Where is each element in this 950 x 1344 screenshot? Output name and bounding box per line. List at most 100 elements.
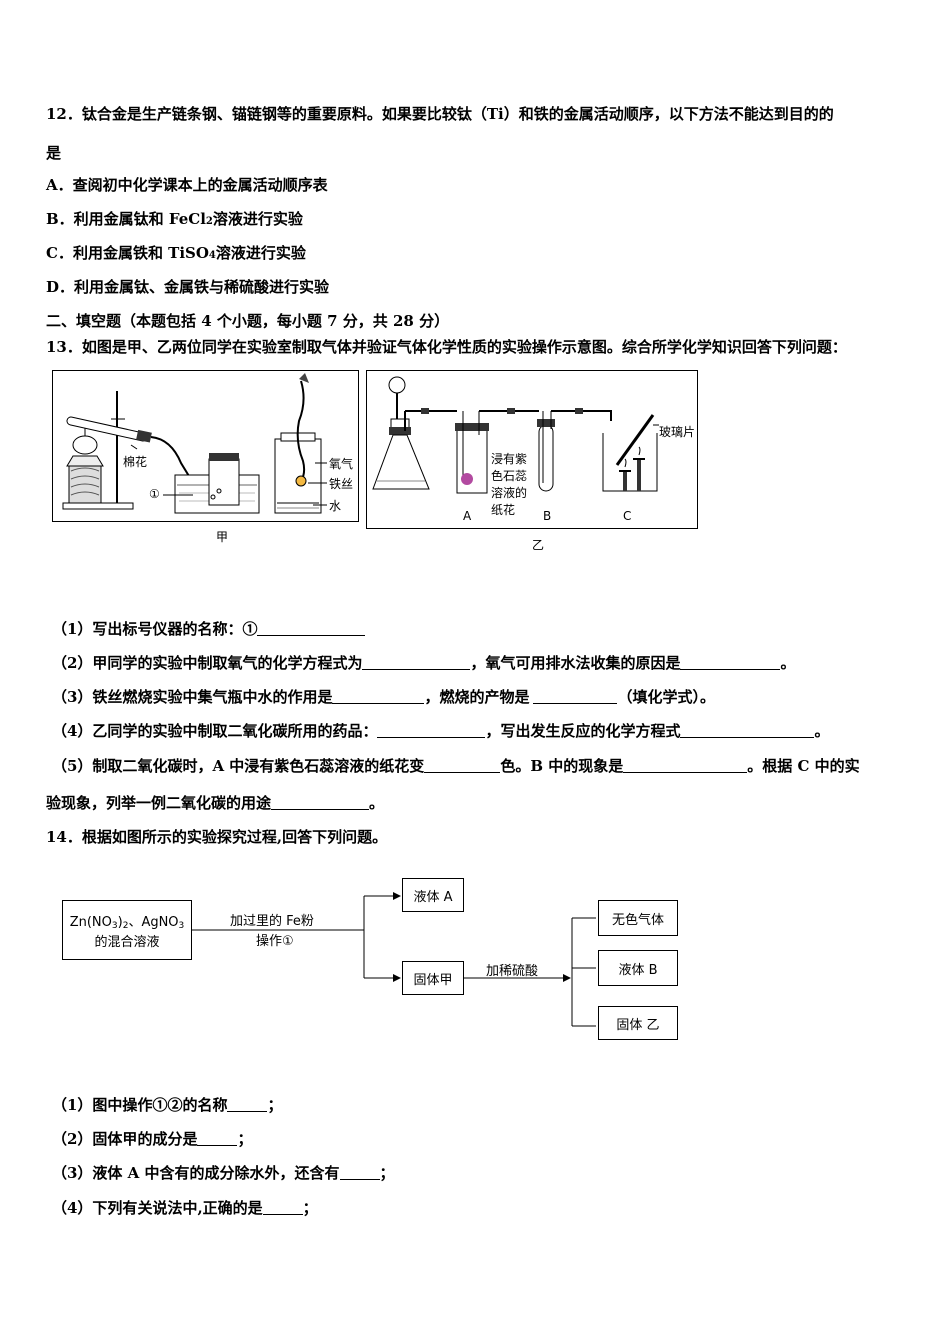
section-heading: 二、填空题（本题包括 4 个小题，每小题 7 分，共 28 分） (46, 312, 450, 330)
q13-part5-text-end: 。根据 C 中的实 (747, 757, 860, 775)
label-litmus-paper-line1: 浸有紫 (491, 452, 528, 466)
q13-part5-text-mid: 色。B 中的现象是 (500, 757, 624, 775)
label-litmus-paper-line2: 色石蕊 (491, 469, 528, 483)
q13-part5-text-final: 。 (369, 794, 385, 812)
figure-jia-drawing (62, 373, 327, 514)
label-iron-wire: 铁丝 (329, 477, 354, 491)
q14-part3-text: （3）液体 A 中含有的成分除水外，还含有 (52, 1164, 340, 1182)
flow-start-line1: Zn(NO3)2、AgNO3 (70, 911, 185, 931)
flow-solid-jia-box: 固体甲 (402, 961, 464, 995)
q14-part4: （4）下列有关说法中,正确的是 ； (52, 1197, 318, 1218)
label-litmus-paper-line3: 溶液的 (491, 486, 528, 500)
q14-part1-text-end: ； (267, 1096, 283, 1114)
flow-start-text: ) (117, 914, 123, 930)
q13-part2-text-end: 。 (780, 654, 796, 672)
figure-yi-caption: 乙 (532, 538, 545, 552)
q13-part5-cont: 验现象，列举一例二氧化碳的用途 。 (46, 792, 384, 813)
q13-part2: （2）甲同学的实验中制取氧气的化学方程式为 ，氧气可用排水法收集的原因是 。 (52, 652, 795, 673)
flow-step1-line1: 加过里的 Fe粉 (230, 914, 314, 929)
subscript: 3 (178, 920, 185, 931)
q13-part4-text-mid: ，写出发生反应的化学方程式 (485, 722, 681, 740)
answer-blank[interactable] (332, 689, 425, 704)
q13-part3-text-end: （填化学式）。 (617, 688, 715, 706)
q14-part4-text-end: ； (302, 1199, 318, 1217)
q13-part1: （1）写出标号仪器的名称：① (52, 618, 366, 639)
q14-stem: 14．根据如图所示的实验探究过程,回答下列问题。 (46, 828, 388, 846)
label-litmus-paper-line4: 纸花 (491, 503, 516, 517)
flow-start-text: Zn(NO (69, 914, 112, 930)
label-litmus-paper: 浸有紫 色石蕊 溶液的 纸花 (491, 451, 527, 519)
q13-part5: （5）制取二氧化碳时，A 中浸有紫色石蕊溶液的纸花变 色。B 中的现象是 。根据 C… (52, 755, 860, 776)
q12-option-a: A．查阅初中化学课本上的金属活动顺序表 (46, 176, 328, 194)
q12-option-b-text-end: 溶液进行实验 (212, 210, 303, 228)
label-b: B (543, 509, 552, 523)
flow-step1-line2: 操作① (256, 934, 294, 949)
q13-part2-text: （2）甲同学的实验中制取氧气的化学方程式为 (52, 654, 363, 672)
subscript: 3 (111, 920, 118, 931)
answer-blank[interactable] (680, 655, 781, 670)
q14-part2-text-end: ； (237, 1130, 253, 1148)
q12-option-b: B．利用金属钛和 FeCl2溶液进行实验 (46, 208, 303, 229)
label-cotton: 棉花 (123, 455, 148, 469)
q12-option-b-text: B．利用金属钛和 FeCl (46, 210, 206, 228)
q12-option-c-text: C．利用金属铁和 TiSO (46, 244, 209, 262)
flow-step2-label: 加稀硫酸 (486, 964, 539, 979)
q13-part4: （4）乙同学的实验中制取二氧化碳所用的药品： ，写出发生反应的化学方程式 。 (52, 720, 829, 741)
figure-jia: 棉花 ① 氧气 铁丝 水 (52, 370, 359, 522)
q14-part3-text-end: ； (379, 1164, 395, 1182)
answer-blank[interactable] (339, 1165, 380, 1180)
label-circled-1: ① (149, 487, 160, 501)
answer-blank[interactable] (257, 621, 366, 636)
flow-start-box: Zn(NO3)2、AgNO3 的混合溶液 (62, 900, 192, 960)
subscript: 2 (205, 216, 213, 227)
q14-part2-text: （2）固体甲的成分是 (52, 1130, 198, 1148)
q12-stem-line1: 12．钛合金是生产链条钢、锚链钢等的重要原料。如果要比较钛（Ti）和铁的金属活动… (46, 105, 834, 123)
q12-stem-line2: 是 (46, 144, 62, 162)
q12-option-d: D．利用金属钛、金属铁与稀硫酸进行实验 (46, 278, 330, 296)
q13-stem: 13．如图是甲、乙两位同学在实验室制取气体并验证气体化学性质的实验操作示意图。综… (46, 338, 847, 356)
q12-option-c: C．利用金属铁和 TiSO4溶液进行实验 (46, 242, 306, 263)
label-glass-plate: 玻璃片 (659, 425, 696, 439)
q14-part2: （2）固体甲的成分是 ； (52, 1128, 252, 1149)
subscript: 2 (122, 920, 129, 931)
flow-liquid-a-box: 液体 A (402, 878, 464, 912)
q13-part4-text-end: 。 (814, 722, 830, 740)
label-oxygen: 氧气 (329, 457, 354, 471)
q14-part4-text: （4）下列有关说法中,正确的是 (52, 1199, 263, 1217)
answer-blank[interactable] (271, 795, 370, 810)
q14-part1: （1）图中操作①②的名称 ； (52, 1094, 282, 1115)
q13-part3-text: （3）铁丝燃烧实验中集气瓶中水的作用是 (52, 688, 333, 706)
answer-blank[interactable] (197, 1131, 238, 1146)
q14-part1-text: （1）图中操作①②的名称 (52, 1096, 228, 1114)
q13-part2-text-mid: ，氧气可用排水法收集的原因是 (470, 654, 681, 672)
flow-start-text: 、AgNO (128, 914, 179, 930)
figure-yi: 浸有紫 色石蕊 溶液的 纸花 玻璃片 A B C (366, 370, 698, 529)
label-c: C (623, 509, 632, 523)
q13-part3-text-mid: ，燃烧的产物是 (424, 688, 530, 706)
q13-part4-text: （4）乙同学的实验中制取二氧化碳所用的药品： (52, 722, 378, 740)
flow-start-line2: 的混合溶液 (94, 934, 160, 950)
flowchart-lines (192, 892, 596, 1027)
q13-part5-text-cont: 验现象，列举一例二氧化碳的用途 (46, 794, 272, 812)
label-a: A (463, 509, 472, 523)
answer-blank[interactable] (227, 1097, 268, 1112)
answer-blank[interactable] (362, 655, 471, 670)
answer-blank[interactable] (533, 689, 618, 704)
answer-blank[interactable] (680, 723, 815, 738)
flow-gas-box: 无色气体 (598, 900, 678, 936)
q13-part3: （3）铁丝燃烧实验中集气瓶中水的作用是 ，燃烧的产物是 （填化学式）。 (52, 686, 715, 707)
q12-option-c-text-end: 溶液进行实验 (215, 244, 306, 262)
flow-liquid-b-box: 液体 B (598, 950, 678, 986)
q13-part1-text: （1）写出标号仪器的名称：① (52, 620, 258, 638)
answer-blank[interactable] (262, 1200, 303, 1215)
answer-blank[interactable] (424, 758, 501, 773)
answer-blank[interactable] (623, 758, 748, 773)
q14-part3: （3）液体 A 中含有的成分除水外，还含有 ； (52, 1162, 395, 1183)
answer-blank[interactable] (377, 723, 486, 738)
q13-part5-text: （5）制取二氧化碳时，A 中浸有紫色石蕊溶液的纸花变 (52, 757, 425, 775)
subscript: 4 (208, 250, 216, 261)
flow-solid-yi-box: 固体 乙 (598, 1006, 678, 1040)
figure-jia-caption: 甲 (216, 530, 229, 544)
figure-yi-drawing (372, 376, 659, 494)
label-water: 水 (329, 499, 342, 513)
